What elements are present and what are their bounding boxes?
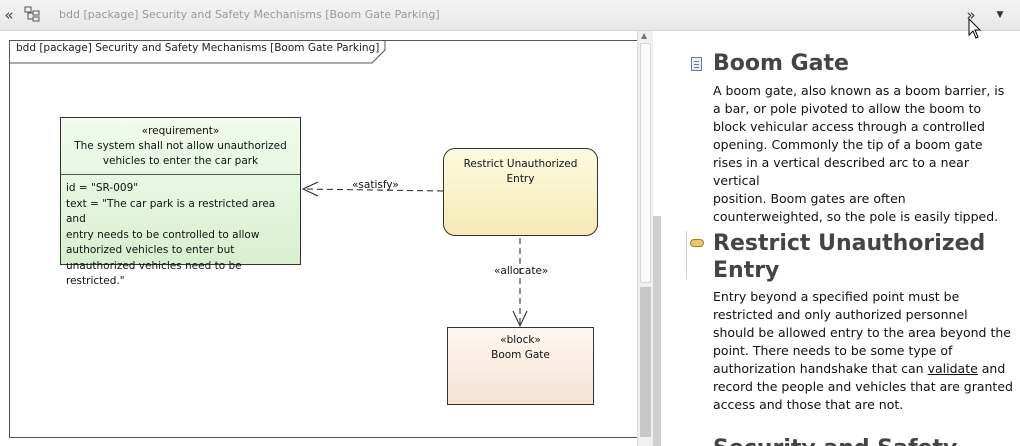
block-name: Boom Gate (491, 349, 550, 361)
requirement-element[interactable]: «requirement» The system shall not allow… (60, 117, 301, 287)
frame-tab-shape (10, 41, 386, 64)
scrollbar-thumb[interactable] (640, 43, 651, 283)
structure-tree-icon-svg (24, 6, 40, 22)
section-divider (686, 231, 687, 279)
vertical-scrollbar[interactable]: ▲ (637, 31, 653, 446)
allocate-label: «allocate» (494, 265, 549, 277)
notes-line: a bar, or pole pivoted to allow the boom… (713, 101, 982, 116)
options-dropdown-button[interactable]: ▼ (996, 10, 1004, 20)
block-element[interactable]: «block» Boom Gate (447, 327, 594, 405)
satisfy-arrowhead (301, 181, 319, 197)
validate-link[interactable]: validate (927, 361, 978, 376)
notes-line: access and those that are not. (713, 397, 904, 412)
requirement-stereotype: «requirement» (141, 125, 220, 137)
expand-right-button[interactable]: » (966, 6, 976, 24)
requirement-properties: id = "SR-009" text = "The car park is a … (66, 181, 295, 290)
requirement-header: «requirement» The system shall not allow… (61, 118, 300, 175)
notes-line: restricted and only authorized personnel (713, 307, 968, 322)
window-title: bdd [package] Security and Safety Mechan… (59, 8, 440, 21)
notes-line: record the people and vehicles that are … (713, 379, 1013, 394)
use-case-element-icon (690, 239, 704, 247)
notes-line: Entry beyond a specified point must be (713, 289, 960, 304)
notes-line: opening. Commonly the tip of a boom gate (713, 137, 983, 152)
notes-line: position. Boom gates are often (713, 191, 906, 206)
notes-line: block vehicular access through a control… (713, 119, 985, 134)
satisfy-connector[interactable] (302, 188, 444, 192)
scroll-up-arrow-icon[interactable]: ▲ (641, 31, 648, 40)
mouse-cursor-icon (968, 18, 982, 39)
notes-line: A boom gate, also known as a boom barrie… (713, 83, 1005, 98)
notes-panel[interactable]: Boom Gate A boom gate, also known as a b… (653, 31, 1020, 446)
scrollbar-track-lower[interactable] (640, 287, 651, 437)
requirement-name-line1: The system shall not allow unauthorized (74, 140, 287, 152)
structure-tree-icon[interactable] (23, 5, 41, 25)
requirement-text-line4: unauthorized vehicles need to be restric… (66, 259, 242, 288)
notes-line: rises in a vertical described arc to a n… (713, 155, 969, 188)
allocate-arrowhead (512, 310, 528, 328)
boom-gate-notes: A boom gate, also known as a boom barrie… (713, 82, 1013, 226)
notes-line: authorization handshake that can validat… (713, 360, 1013, 378)
boom-gate-heading[interactable]: Boom Gate (713, 51, 849, 76)
requirement-name-line2: vehicles to enter the car park (102, 155, 259, 167)
collapse-left-button[interactable]: « (4, 6, 14, 24)
diagram-canvas[interactable]: bdd [package] Security and Safety Mechan… (0, 31, 647, 446)
block-stereotype: «block» (500, 334, 541, 346)
use-case-name-line1: Restrict Unauthorized (463, 158, 578, 170)
notes-line-text: authorization handshake that can (713, 361, 928, 376)
use-case-element[interactable]: Restrict Unauthorized Entry (443, 148, 598, 236)
notes-line: should be allowed entry to the area beyo… (713, 325, 1011, 340)
notes-line-text: and (977, 361, 1006, 376)
block-element-icon (691, 57, 702, 71)
frame-title: bdd [package] Security and Safety Mechan… (16, 42, 380, 54)
requirement-text-line1: text = "The car park is a restricted are… (66, 197, 276, 226)
requirement-text-line2: entry needs to be controlled to allow (66, 228, 260, 241)
notes-panel-gutter (653, 216, 661, 446)
notes-line: counterweighted, so the pole is easily t… (713, 209, 999, 224)
satisfy-label: «satisfy» (352, 179, 399, 191)
requirement-id: id = "SR-009" (66, 182, 139, 194)
restrict-entry-notes: Entry beyond a specified point must be r… (713, 288, 1013, 414)
restrict-heading-line2: Entry (713, 258, 780, 283)
notes-line: point. There needs to be some type of (713, 343, 953, 358)
connectors-layer (301, 181, 528, 328)
restrict-heading-line1: Restrict Unauthorized (713, 231, 986, 256)
requirement-text-line3: authorized vehicles to enter but (66, 244, 235, 256)
next-section-heading[interactable]: Security and Safety (713, 435, 957, 446)
toolbar: « bdd [package] Security and Safety Mech… (0, 0, 1020, 31)
use-case-name-line2: Entry (506, 173, 535, 185)
restrict-entry-heading[interactable]: Restrict Unauthorized Entry (713, 230, 985, 284)
